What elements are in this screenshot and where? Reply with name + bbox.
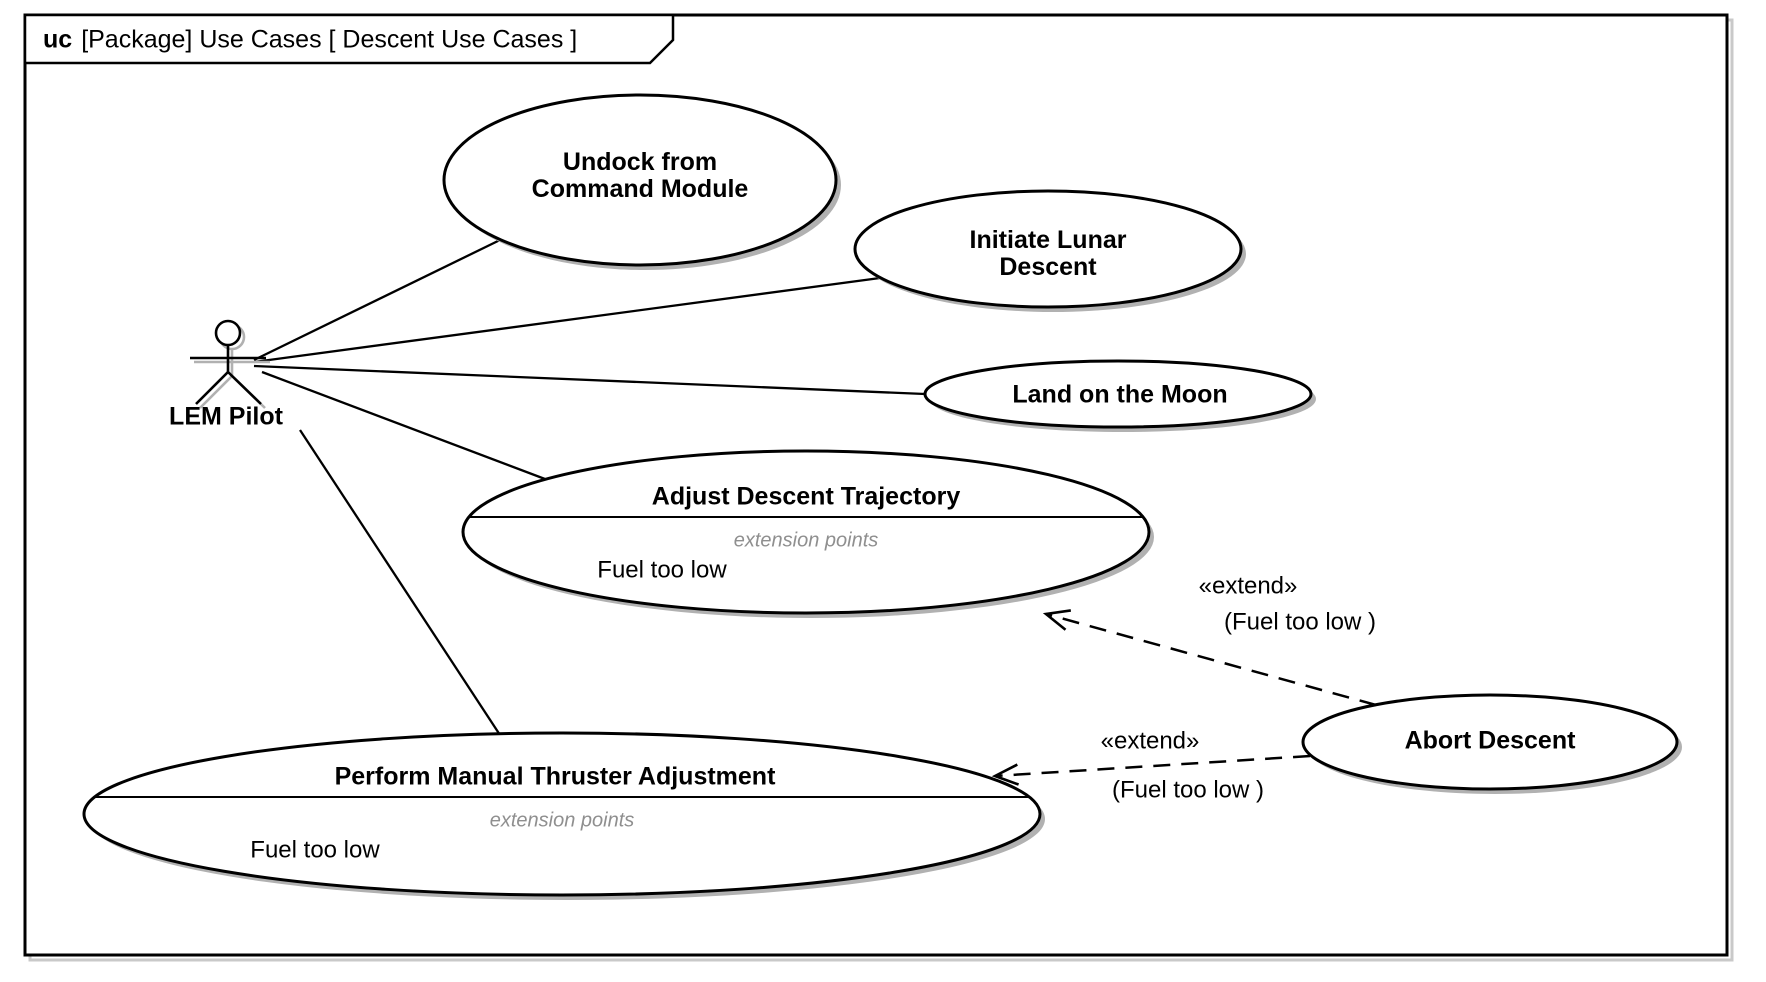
adjust-extension-points-header: extension points bbox=[733, 529, 879, 552]
initiate-label-line1: Initiate Lunar bbox=[969, 226, 1127, 254]
usecase-initiate-lunar-descent[interactable] bbox=[853, 189, 1246, 312]
association-pilot-initiate[interactable] bbox=[253, 276, 881, 364]
undock-ellipse bbox=[442, 93, 838, 267]
usecase-land-on-the-moon[interactable] bbox=[923, 359, 1316, 432]
frame-title-tab bbox=[23, 13, 675, 65]
extend-abort-to-perform[interactable] bbox=[991, 754, 1311, 786]
frame-title-text: [Package] Use Cases [ Descent Use Cases … bbox=[81, 25, 578, 54]
extend-relationships bbox=[991, 609, 1377, 786]
extend1-stereotype: «extend» bbox=[1198, 572, 1298, 600]
undock-label-line2: Command Module bbox=[531, 175, 749, 203]
frame-keyword: uc bbox=[43, 25, 73, 54]
association-pilot-land[interactable] bbox=[253, 364, 926, 396]
actor-lem-pilot[interactable] bbox=[190, 319, 270, 409]
frame-title: uc [Package] Use Cases [ Descent Use Cas… bbox=[43, 26, 577, 55]
land-label: Land on the Moon bbox=[1012, 380, 1228, 409]
usecase-abort-descent[interactable] bbox=[1301, 693, 1682, 794]
usecase-adjust-descent-trajectory[interactable] bbox=[461, 449, 1154, 618]
actor-head bbox=[214, 319, 242, 347]
usecase-undock-from-command-module[interactable] bbox=[442, 93, 841, 270]
undock-label-line1: Undock from bbox=[562, 148, 718, 176]
perform-extension-point: Fuel too low bbox=[250, 836, 380, 864]
abort-ellipse bbox=[1301, 693, 1679, 791]
extend2-stereotype: «extend» bbox=[1100, 727, 1200, 755]
abort-label: Abort Descent bbox=[1404, 726, 1576, 755]
adjust-extension-point: Fuel too low bbox=[597, 556, 727, 584]
perform-label: Perform Manual Thruster Adjustment bbox=[334, 762, 776, 791]
association-lines bbox=[253, 238, 926, 736]
extend2-condition: (Fuel too low ) bbox=[1111, 776, 1265, 804]
actor-figure bbox=[190, 319, 266, 405]
association-pilot-perform[interactable] bbox=[299, 429, 501, 736]
association-pilot-undock[interactable] bbox=[253, 238, 501, 362]
actor-label: LEM Pilot bbox=[169, 402, 283, 431]
extend1-condition: (Fuel too low ) bbox=[1223, 608, 1377, 636]
extend-abort-to-adjust[interactable] bbox=[1042, 609, 1377, 707]
perform-extension-points-header: extension points bbox=[489, 809, 635, 832]
undock-label: Undock from Command Module bbox=[480, 149, 800, 203]
adjust-ellipse bbox=[461, 449, 1151, 615]
initiate-label: Initiate Lunar Descent bbox=[888, 227, 1208, 281]
usecase-perform-manual-thruster-adjustment[interactable] bbox=[82, 731, 1045, 900]
perform-ellipse bbox=[82, 731, 1042, 897]
adjust-label: Adjust Descent Trajectory bbox=[651, 482, 961, 511]
initiate-label-line2: Descent bbox=[999, 253, 1097, 281]
association-pilot-adjust[interactable] bbox=[261, 370, 546, 481]
actor-left-leg bbox=[195, 371, 229, 405]
actor-right-leg bbox=[227, 371, 262, 405]
land-ellipse bbox=[923, 359, 1313, 429]
initiate-ellipse bbox=[853, 189, 1243, 309]
